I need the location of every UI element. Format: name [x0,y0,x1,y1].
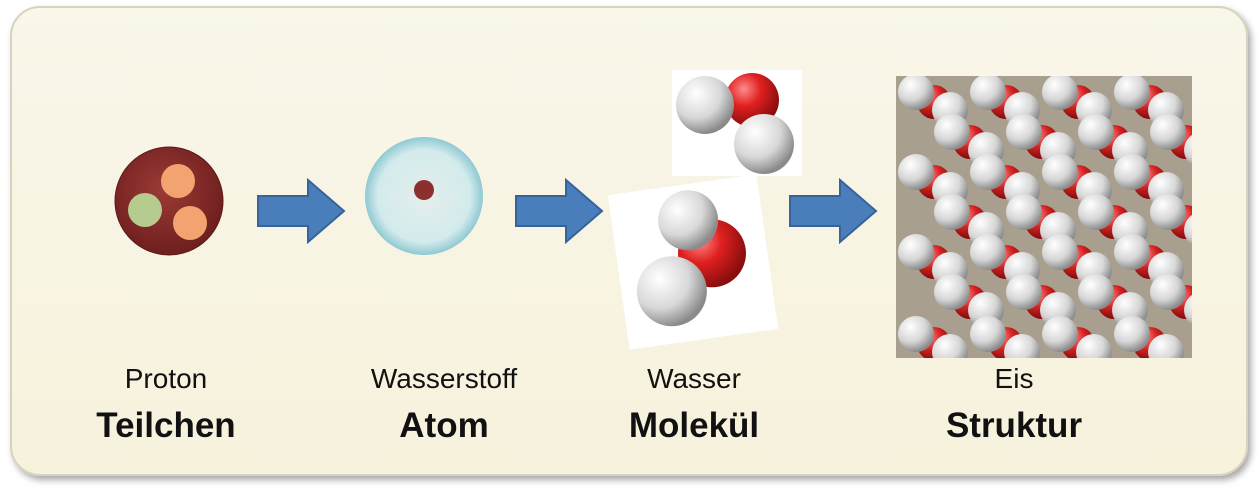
water-molecule-top [672,70,802,176]
stage-label-structure: Eis Struktur [884,362,1144,448]
proton-particle-icon [114,146,224,256]
quark-down-icon [128,193,162,227]
arrow-2-icon [515,178,604,244]
nucleus-icon [414,180,434,200]
stage-label-molecule: Wasser Molekül [564,362,824,448]
stage-main-structure: Struktur [945,406,1083,445]
stage-sub-water: Wasser [647,363,741,394]
water-molecule-bottom [607,174,779,350]
stage-main-atom: Atom [399,406,489,445]
quark-up-1-icon [161,164,195,198]
stage-sub-hydrogen: Wasserstoff [370,363,518,394]
stage-main-molecule: Molekül [628,406,760,445]
hydrogen-atom-icon [365,137,483,255]
stage-sub-proton: Proton [124,363,208,394]
stage-label-particle: Proton Teilchen [36,362,296,448]
quark-up-2-icon [173,206,207,240]
arrow-1-icon [257,178,346,244]
ice-structure-image [896,76,1192,358]
stage-main-particle: Teilchen [96,406,236,445]
arrow-3-icon [789,178,878,244]
stage-label-atom: Wasserstoff Atom [314,362,574,448]
stage-sub-ice: Eis [994,363,1034,394]
